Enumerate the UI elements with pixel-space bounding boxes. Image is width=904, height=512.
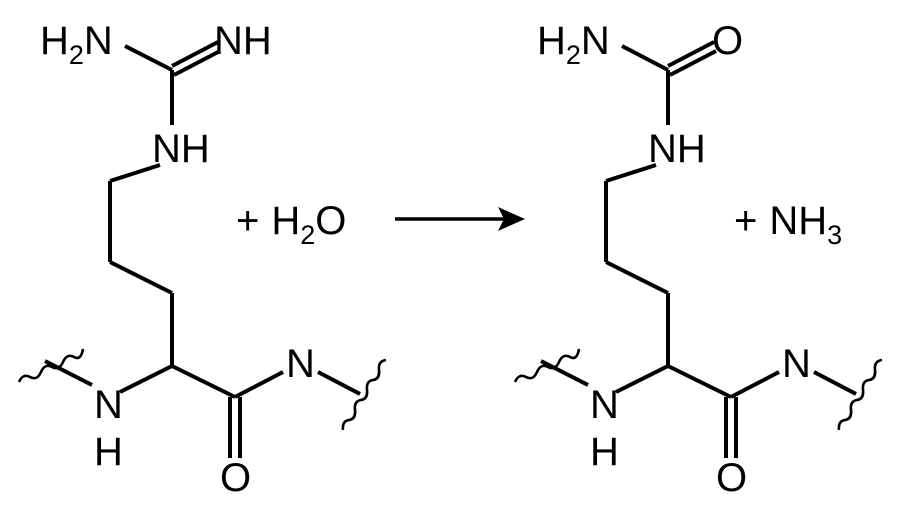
product-nh2-label: H2N [537,19,610,70]
bond-c-o-double-1 [667,40,715,68]
bond-n-left [540,359,589,387]
reactant-structure: H2N NH NH N H N O [17,19,387,500]
bond-calpha-carbonyl [667,364,732,399]
product-urea-o-label: O [712,19,743,63]
product-amide-n-label: N [782,342,811,386]
bond-calpha-n [119,364,173,394]
reactant-nh-label: NH [152,127,210,171]
reactant-backbone-n-label: N [94,383,123,427]
wavy-bond-right [341,358,387,431]
product-nh-label: NH [648,127,706,171]
bond-carbonyl-n [730,370,780,399]
reactant-amide-n-label: N [286,342,315,386]
reactant-imine-label: NH [214,19,272,63]
reactant-carbonyl-o-label: O [220,456,251,500]
wavy-bond-right [837,358,883,431]
product-backbone-n-label: N [590,383,619,427]
bond-carbonyl-n [234,370,284,399]
bond-c-o-double-2 [669,49,717,77]
bond-nh2-c [124,44,173,72]
wavy-bond-left [513,348,581,383]
bond-c-nh-double-1 [171,40,219,68]
bond-calpha-carbonyl [171,364,236,399]
product-backbone-h-label: H [590,430,619,474]
wavy-bond-left [17,348,85,383]
bond-n-left [44,359,93,387]
bond-calpha-n [615,364,669,394]
bond-n-right [813,370,857,396]
ammonia-label: +NH3 [734,199,842,250]
reactant-backbone-h-label: H [94,430,123,474]
bond-n-right [317,370,361,396]
bond-nh2-c [621,44,669,72]
water-label: +H2O [236,199,346,250]
bond-cgamma-cbeta [605,260,669,295]
product-structure: H2N O NH N H N O [513,19,883,500]
reactant-nh2-label: H2N [40,19,113,70]
bond-cgamma-cbeta [109,260,173,295]
product-carbonyl-o-label: O [716,456,747,500]
bond-c-nh-double-2 [173,49,221,77]
bond-ndelta-cdelta [109,163,161,183]
bond-ndelta-cdelta [605,163,657,183]
reaction-arrow [395,207,525,231]
